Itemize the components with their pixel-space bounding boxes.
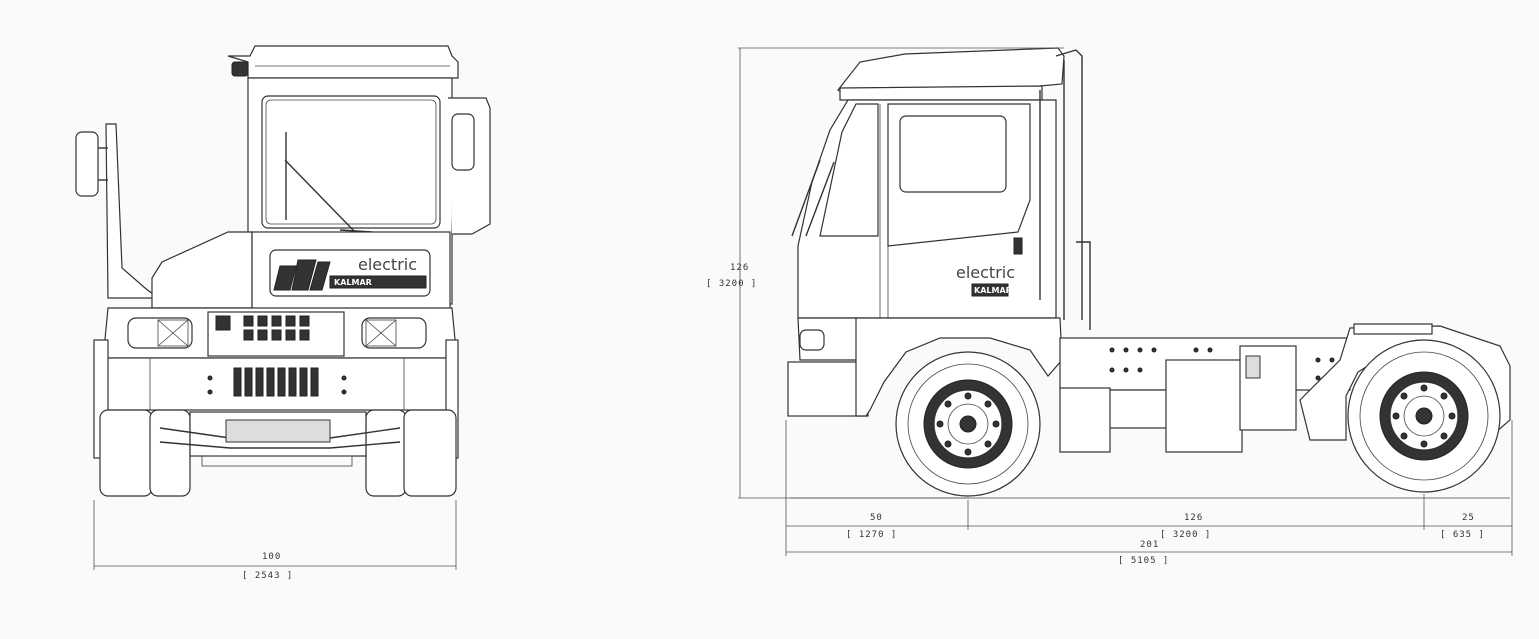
side-brand-sub: KALMAR: [974, 286, 1012, 295]
side-height-imperial: 126: [730, 263, 749, 273]
front-wheel: [895, 351, 1041, 497]
front-brand-sub: KALMAR: [334, 278, 372, 287]
front-width-imperial: 100: [262, 552, 281, 562]
wheelbase-imperial: 126: [1184, 513, 1203, 523]
left-front-tire: [99, 409, 153, 497]
front-brand-text: electric: [358, 255, 417, 274]
rear-overhang-imperial: 25: [1462, 513, 1475, 523]
left-headlight: [127, 317, 193, 349]
side-window: [899, 115, 1007, 193]
front-view: electric KALMAR: [75, 45, 491, 581]
rear-overhang-metric: [ 635 ]: [1440, 530, 1485, 540]
front-overhang-imperial: 50: [870, 513, 883, 523]
front-width-metric: [ 2543 ]: [242, 571, 293, 581]
left-mirror: [75, 131, 99, 197]
overall-length-imperial: 201: [1140, 540, 1159, 550]
front-overhang-metric: [ 1270 ]: [846, 530, 897, 540]
windshield: [261, 95, 441, 229]
lower-grille: [233, 367, 319, 397]
chassis-holes: [1109, 347, 1335, 381]
right-front-tire: [365, 409, 407, 497]
side-brand-text: electric: [956, 263, 1015, 282]
right-mirror: [451, 113, 475, 171]
side-height-metric: [ 3200 ]: [706, 279, 757, 289]
front-grille: [215, 315, 310, 341]
front-logo-mark: [273, 259, 331, 291]
side-view: electric KALMAR: [706, 47, 1513, 566]
rear-wheel: [1347, 339, 1501, 493]
overall-length-metric: [ 5105 ]: [1118, 556, 1169, 566]
wheelbase-metric: [ 3200 ]: [1160, 530, 1211, 540]
side-windshield: [819, 103, 879, 237]
battery-box: [1165, 359, 1243, 453]
beacon-icon: [231, 61, 249, 77]
side-headlight: [799, 329, 825, 351]
right-headlight: [361, 317, 427, 349]
